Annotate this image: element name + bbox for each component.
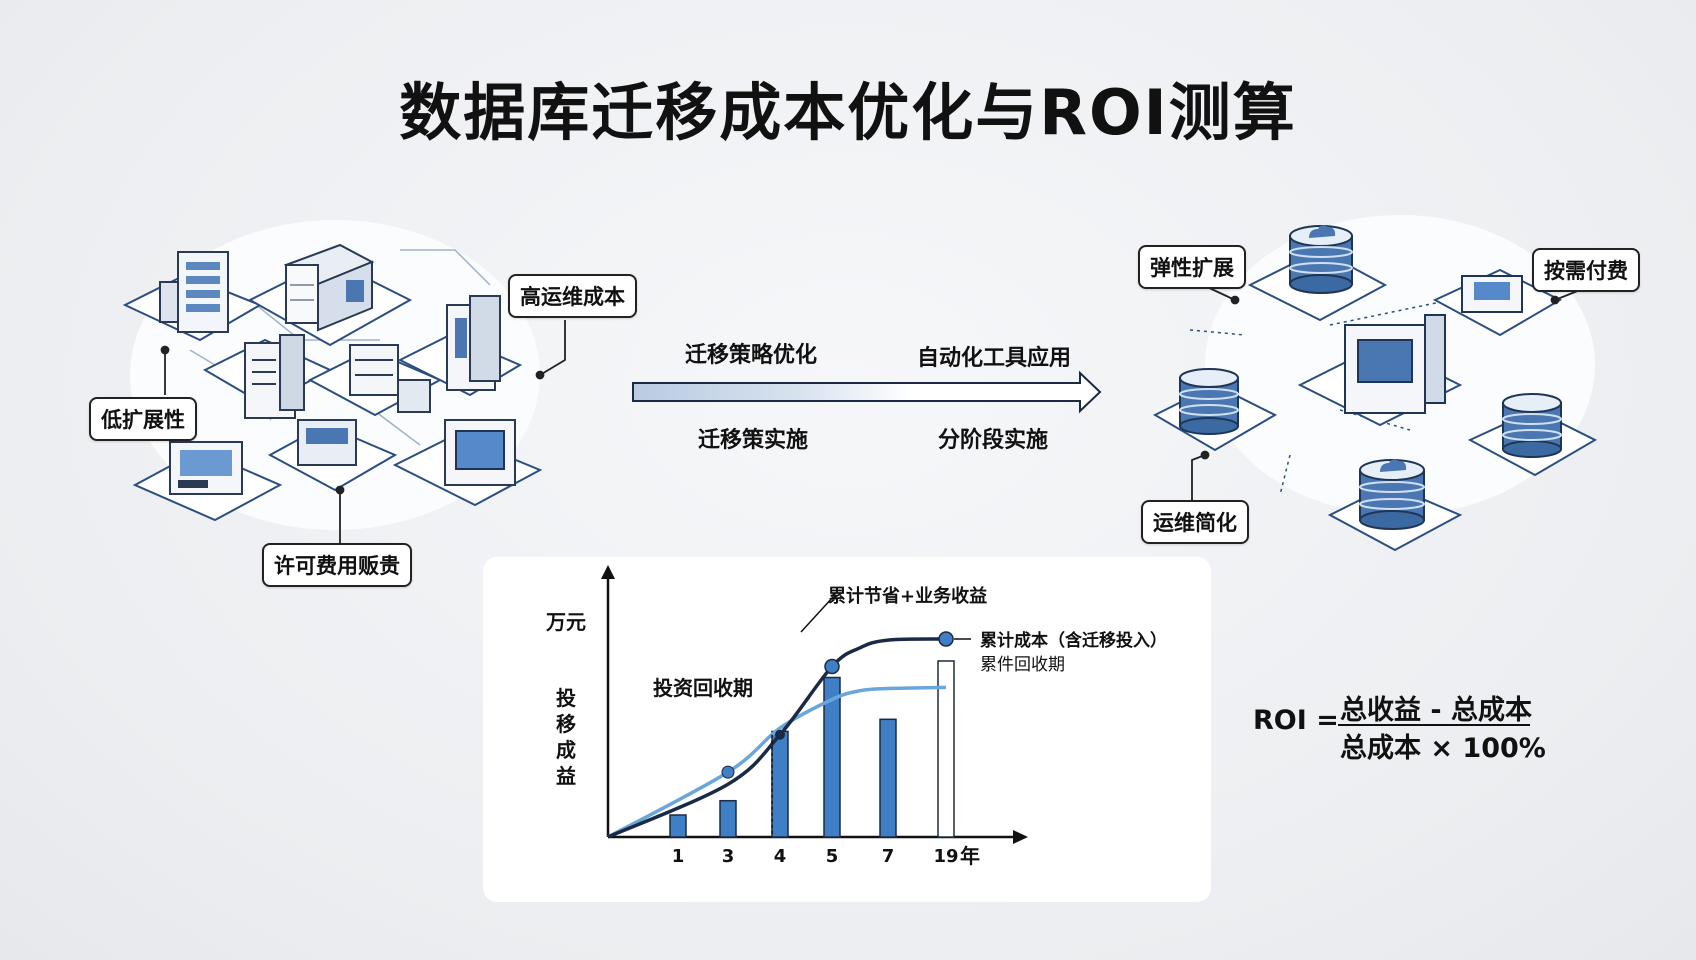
server-tower-5	[446, 295, 501, 391]
chart-bars	[669, 660, 955, 838]
x-axis-unit: 年	[960, 844, 980, 868]
roi-numerator: 总收益 - 总成本	[1340, 695, 1533, 726]
cloud-server-center	[1344, 314, 1446, 414]
cost-line	[607, 637, 947, 839]
bar-19	[937, 660, 955, 838]
y-axis-label-char: 投	[556, 686, 576, 710]
server-box-2	[283, 243, 375, 332]
cloud-db-right	[1502, 393, 1562, 458]
marker-cost-5	[824, 658, 840, 675]
y-axis-unit: 万元	[545, 610, 586, 634]
marker-cost-end	[938, 631, 954, 647]
bar-4	[771, 730, 789, 838]
marker-payback	[775, 729, 785, 740]
annotation-cost-line: 累计成本（含迁移投入）	[980, 630, 1167, 651]
x-tick-1: 1	[672, 846, 685, 867]
server-stack-4	[349, 344, 431, 413]
bar-1	[669, 814, 687, 838]
x-axis-arrowhead	[1013, 830, 1028, 844]
page-title: 数据库迁移成本优化与ROI测算	[399, 76, 1297, 149]
server-tower-3	[244, 334, 305, 419]
callout-pay-as-you-go: 按需付费	[1532, 248, 1640, 292]
storage-unit-7	[297, 419, 357, 466]
bar-3	[719, 799, 737, 838]
arrow-shape	[632, 370, 1102, 414]
savings-line	[607, 685, 947, 839]
annotation-top-label: 累计节省+业务收益	[828, 585, 987, 607]
y-axis-label-char: 成	[556, 738, 576, 762]
cloud-device-right	[1461, 275, 1523, 313]
y-axis-label-char: 移	[556, 712, 576, 736]
arrow-label-bottom-right: 分阶段实施	[938, 428, 1049, 453]
server-blue-6	[169, 441, 243, 495]
server-rack-1	[159, 251, 229, 333]
x-tick-19: 19	[933, 846, 958, 867]
marker-savings-3	[721, 765, 735, 779]
arrow-label-top-right: 自动化工具应用	[917, 346, 1072, 371]
arrow-label-top-left: 迁移策略优化	[685, 343, 818, 368]
annotation-cost-sub: 累件回收期	[980, 655, 1065, 675]
x-tick-3: 3	[722, 846, 735, 867]
leader-high-ops	[539, 320, 566, 376]
monitor-8	[444, 419, 516, 486]
cloud-db-bottom	[1359, 459, 1425, 530]
callout-low-scalability: 低扩展性	[89, 397, 197, 441]
leader-ops	[1191, 454, 1206, 500]
roi-fraction-bar	[1338, 724, 1530, 726]
callout-elastic-scaling: 弹性扩展	[1138, 245, 1246, 289]
x-tick-4: 4	[774, 846, 787, 867]
top-label-leader	[800, 596, 834, 633]
y-axis-label-char: 益	[556, 764, 576, 788]
x-tick-5: 5	[826, 846, 839, 867]
arrow-label-bottom-left: 迁移策实施	[698, 428, 809, 453]
roi-denominator: 总成本 × 100%	[1340, 733, 1546, 764]
roi-lhs: ROI =	[1253, 705, 1339, 736]
callout-ops-simplified: 运维简化	[1141, 500, 1249, 544]
chart-lines	[607, 596, 971, 839]
cloud-db-top	[1289, 225, 1353, 294]
bar-7	[879, 718, 897, 838]
y-axis-arrowhead	[601, 565, 615, 579]
cloud-db-left	[1179, 368, 1239, 435]
callout-license-cost: 许可费用贩贵	[262, 543, 412, 587]
annotation-payback: 投资回收期	[653, 676, 753, 700]
bar-5	[823, 676, 841, 838]
x-tick-7: 7	[882, 846, 895, 867]
callout-high-ops-cost: 高运维成本	[508, 274, 637, 318]
